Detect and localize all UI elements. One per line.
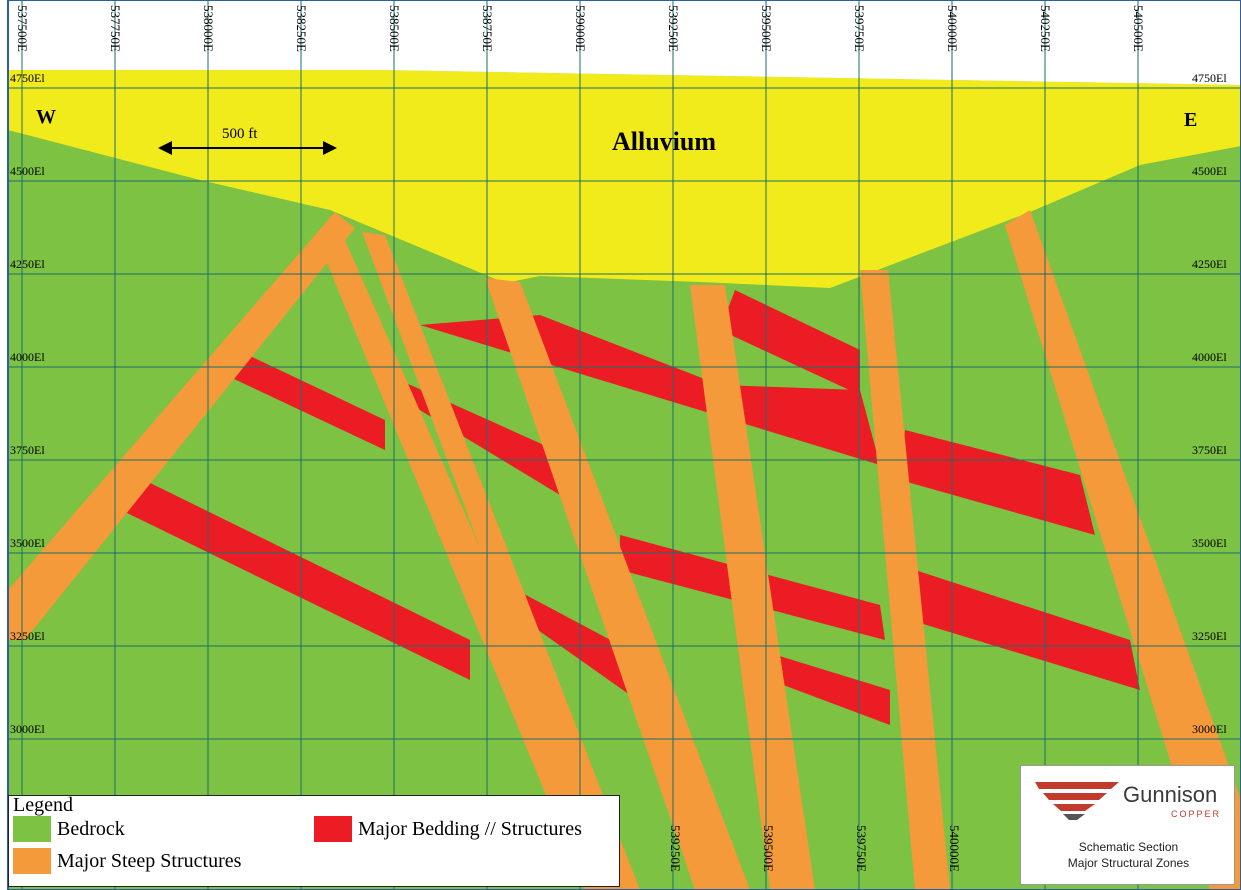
elevation-labels-left: 4750El 4500El 4250El 4000El 3750El 3500E… bbox=[10, 71, 45, 736]
easting-label: 537750E bbox=[108, 5, 123, 52]
easting-label: 537500E bbox=[15, 5, 30, 52]
bedding-band bbox=[232, 355, 385, 450]
easting-label: 538500E bbox=[387, 5, 402, 52]
legend-steep: Major Steep Structures bbox=[13, 848, 241, 874]
legend-title: Legend bbox=[13, 794, 73, 816]
legend: Legend Bedrock Major Steep Structures Ma… bbox=[8, 794, 620, 887]
elevation-label: 4750El bbox=[10, 71, 45, 85]
bottom-easting-labels: 539250E 539500E 539750E 540000E bbox=[668, 825, 962, 872]
bedding-band bbox=[900, 430, 1095, 535]
steep-structure bbox=[362, 232, 640, 890]
elevation-label: 4500El bbox=[1192, 164, 1227, 178]
steep-swatch bbox=[13, 848, 51, 874]
bedding-swatch bbox=[314, 816, 352, 842]
sky bbox=[8, 0, 1241, 85]
legend-bedrock-label: Bedrock bbox=[57, 817, 125, 840]
easting-label: 539000E bbox=[573, 5, 588, 52]
steep-structure bbox=[1005, 210, 1241, 890]
easting-label: 539750E bbox=[854, 825, 869, 872]
elevation-label: 4000El bbox=[1192, 350, 1227, 364]
easting-label: 539750E bbox=[852, 5, 867, 52]
elevation-label: 3500El bbox=[10, 536, 45, 550]
easting-label: 540000E bbox=[945, 5, 960, 52]
steep-structure bbox=[8, 212, 355, 640]
easting-label: 540500E bbox=[1131, 5, 1146, 52]
elevation-label: 3000El bbox=[1192, 722, 1227, 736]
alluvium-zone bbox=[8, 70, 1241, 288]
elevation-label: 4500El bbox=[10, 164, 45, 178]
caption-line1: Schematic Section bbox=[1078, 840, 1179, 854]
elevation-label: 4750El bbox=[1192, 71, 1227, 85]
bedding-band bbox=[910, 570, 1140, 690]
scale-bar: 500 ft bbox=[158, 126, 337, 155]
legend-steep-label: Major Steep Structures bbox=[57, 849, 242, 872]
scale-label: 500 ft bbox=[222, 126, 258, 142]
elevation-label: 3750El bbox=[10, 443, 45, 457]
legend-bedding-label: Major Bedding // Structures bbox=[358, 817, 582, 840]
elevation-label: 3000El bbox=[10, 722, 45, 736]
bedding-band bbox=[125, 478, 470, 680]
elevation-label: 4000El bbox=[10, 350, 45, 364]
easting-label: 539250E bbox=[668, 825, 683, 872]
elevation-label: 4250El bbox=[10, 257, 45, 271]
bedding-band bbox=[720, 290, 860, 395]
steep-structure bbox=[485, 278, 750, 890]
brand-sub: COPPER bbox=[1171, 809, 1222, 819]
bedding-band bbox=[760, 650, 890, 725]
easting-label: 538250E bbox=[294, 5, 309, 52]
elevation-label: 4250El bbox=[1192, 257, 1227, 271]
steep-structure bbox=[860, 270, 950, 890]
caption-line2: Major Structural Zones bbox=[1067, 856, 1190, 870]
easting-label: 540250E bbox=[1038, 5, 1053, 52]
easting-label: 539250E bbox=[666, 5, 681, 52]
legend-bedding: Major Bedding // Structures bbox=[314, 816, 582, 842]
gunnison-logo-icon bbox=[1035, 782, 1119, 820]
elevation-labels-right: 4750El 4500El 4250El 4000El 3750El 3500E… bbox=[1192, 71, 1227, 736]
west-label: W bbox=[36, 106, 56, 128]
easting-label: 539500E bbox=[761, 825, 776, 872]
elevation-label: 3250El bbox=[10, 629, 45, 643]
easting-labels: 537500E 537750E 538000E 538250E 538500E … bbox=[15, 5, 1146, 52]
brand-name: Gunnison bbox=[1123, 782, 1218, 807]
easting-label: 539500E bbox=[759, 5, 774, 52]
legend-bedrock: Bedrock bbox=[13, 816, 125, 842]
easting-label: 538000E bbox=[201, 5, 216, 52]
bedrock-swatch bbox=[13, 816, 51, 842]
elevation-label: 3250El bbox=[1192, 629, 1227, 643]
elevation-label: 3750El bbox=[1192, 443, 1227, 457]
logo-box: Gunnison COPPER Schematic Section Major … bbox=[1020, 765, 1235, 885]
easting-label: 540000E bbox=[947, 825, 962, 872]
steep-structures bbox=[8, 210, 1241, 890]
east-label: E bbox=[1184, 109, 1197, 131]
alluvium-label: Alluvium bbox=[612, 127, 716, 156]
easting-label: 538750E bbox=[480, 5, 495, 52]
elevation-label: 3500El bbox=[1192, 536, 1227, 550]
